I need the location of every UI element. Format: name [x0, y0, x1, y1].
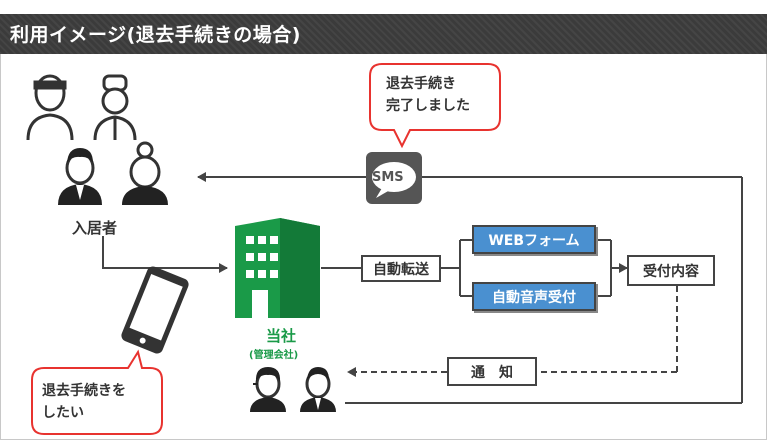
- tenant-headband-person-icon: [26, 74, 74, 141]
- auto-transfer-box: 自動転送: [361, 255, 441, 282]
- tenant-elderly-woman-icon: [122, 141, 168, 205]
- voice-reception-box: 自動音声受付: [472, 282, 596, 311]
- page-title: 利用イメージ(退去手続きの場合): [10, 24, 301, 46]
- sms-icon-label: SMS: [372, 170, 404, 185]
- web-form-box: WEBフォーム: [472, 225, 596, 254]
- request-text-line1: 退去手続きを: [42, 383, 126, 399]
- notification-box: 通 知: [447, 357, 537, 386]
- company-building-icon: [235, 218, 320, 318]
- sms-chat-icon: [366, 152, 422, 204]
- smartphone-icon: [121, 266, 189, 354]
- sms-done-text-line1: 退去手続き: [386, 76, 456, 92]
- reception-details-box: 受付内容: [627, 255, 715, 286]
- tenant-label: 入居者: [72, 219, 118, 237]
- staff-man-icon: [300, 367, 336, 412]
- sms-return-line: [197, 172, 743, 404]
- request-speech-bubble: [31, 349, 163, 435]
- staff-woman-icon: [250, 367, 286, 412]
- tenant-businessman-icon: [58, 148, 102, 205]
- company-sub: (管理会社): [249, 350, 299, 361]
- company-name: 当社: [266, 327, 297, 345]
- tenant-chef-person-icon: [93, 74, 137, 141]
- notification-dashed-line: [347, 286, 678, 377]
- request-text-line2: したい: [42, 405, 84, 421]
- sms-done-text-line2: 完了しました: [386, 98, 470, 114]
- sms-done-speech-bubble: [369, 63, 501, 149]
- tenant-to-company-arrow: [102, 236, 228, 273]
- flow-connectors: [321, 239, 628, 297]
- header-bar: 利用イメージ(退去手続きの場合): [0, 14, 767, 54]
